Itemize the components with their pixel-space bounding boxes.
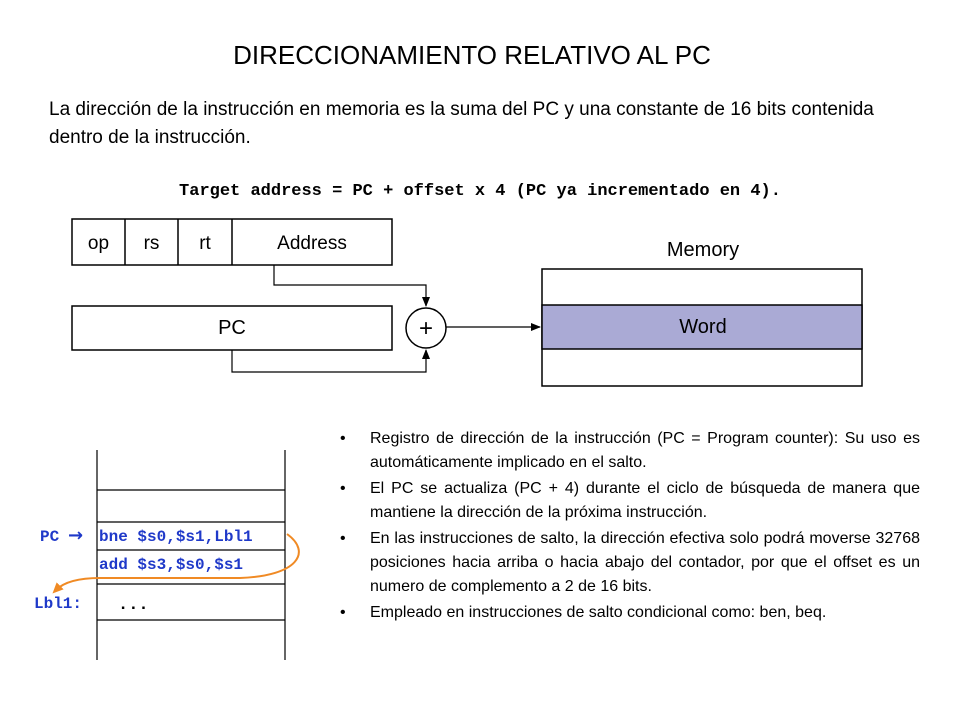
field-rt: rt [199, 233, 211, 254]
pc-pointer-arrow: → [68, 525, 83, 546]
note-text: El PC se actualiza (PC + 4) durante el c… [370, 480, 920, 521]
target-address-formula: Target address = PC + offset x 4 (PC ya … [179, 182, 781, 201]
memory-block: Memory Word [541, 239, 863, 387]
code-line-add: add $s3,$s0,$s1 [99, 556, 243, 574]
bullet-icon: • [340, 604, 346, 621]
address-to-adder-arrow [273, 265, 430, 307]
slide-title: DIRECCIONAMIENTO RELATIVO AL PC [233, 40, 711, 70]
adder: + [405, 307, 447, 349]
instruction-format: op rs rt Address [71, 218, 393, 266]
note-item: • En las instrucciones de salto, la dire… [340, 527, 920, 599]
pc-to-adder-arrow [231, 349, 430, 373]
field-op: op [88, 233, 109, 254]
adder-symbol: + [419, 315, 433, 342]
pc-register-label: PC [218, 317, 246, 339]
bullet-icon: • [340, 480, 346, 497]
code-line-ellipsis: ... [118, 596, 149, 615]
branch-target-label: Lbl1: [34, 595, 82, 613]
note-item: • Registro de dirección de la instrucció… [340, 427, 920, 475]
notes-list: • Registro de dirección de la instrucció… [340, 427, 920, 627]
branch-jump-arrow [52, 533, 300, 594]
bullet-icon: • [340, 430, 346, 447]
note-text: En las instrucciones de salto, la direcc… [370, 530, 920, 595]
intro-text: La dirección de la instrucción en memori… [49, 99, 874, 148]
code-line-bne: bne $s0,$s1,Lbl1 [99, 528, 253, 546]
memory-word-cell [541, 304, 863, 350]
note-text: Registro de dirección de la instrucción … [370, 430, 920, 471]
note-text: Empleado en instrucciones de salto condi… [370, 604, 827, 621]
note-item: • El PC se actualiza (PC + 4) durante el… [340, 477, 920, 525]
field-rs: rs [144, 233, 160, 254]
memory-label: Memory [667, 239, 739, 261]
bullet-icon: • [340, 530, 346, 547]
note-item: • Empleado en instrucciones de salto con… [340, 601, 920, 625]
field-address: Address [277, 233, 347, 254]
pc-pointer-label: PC [40, 528, 60, 546]
memory-word-label: Word [679, 316, 726, 338]
